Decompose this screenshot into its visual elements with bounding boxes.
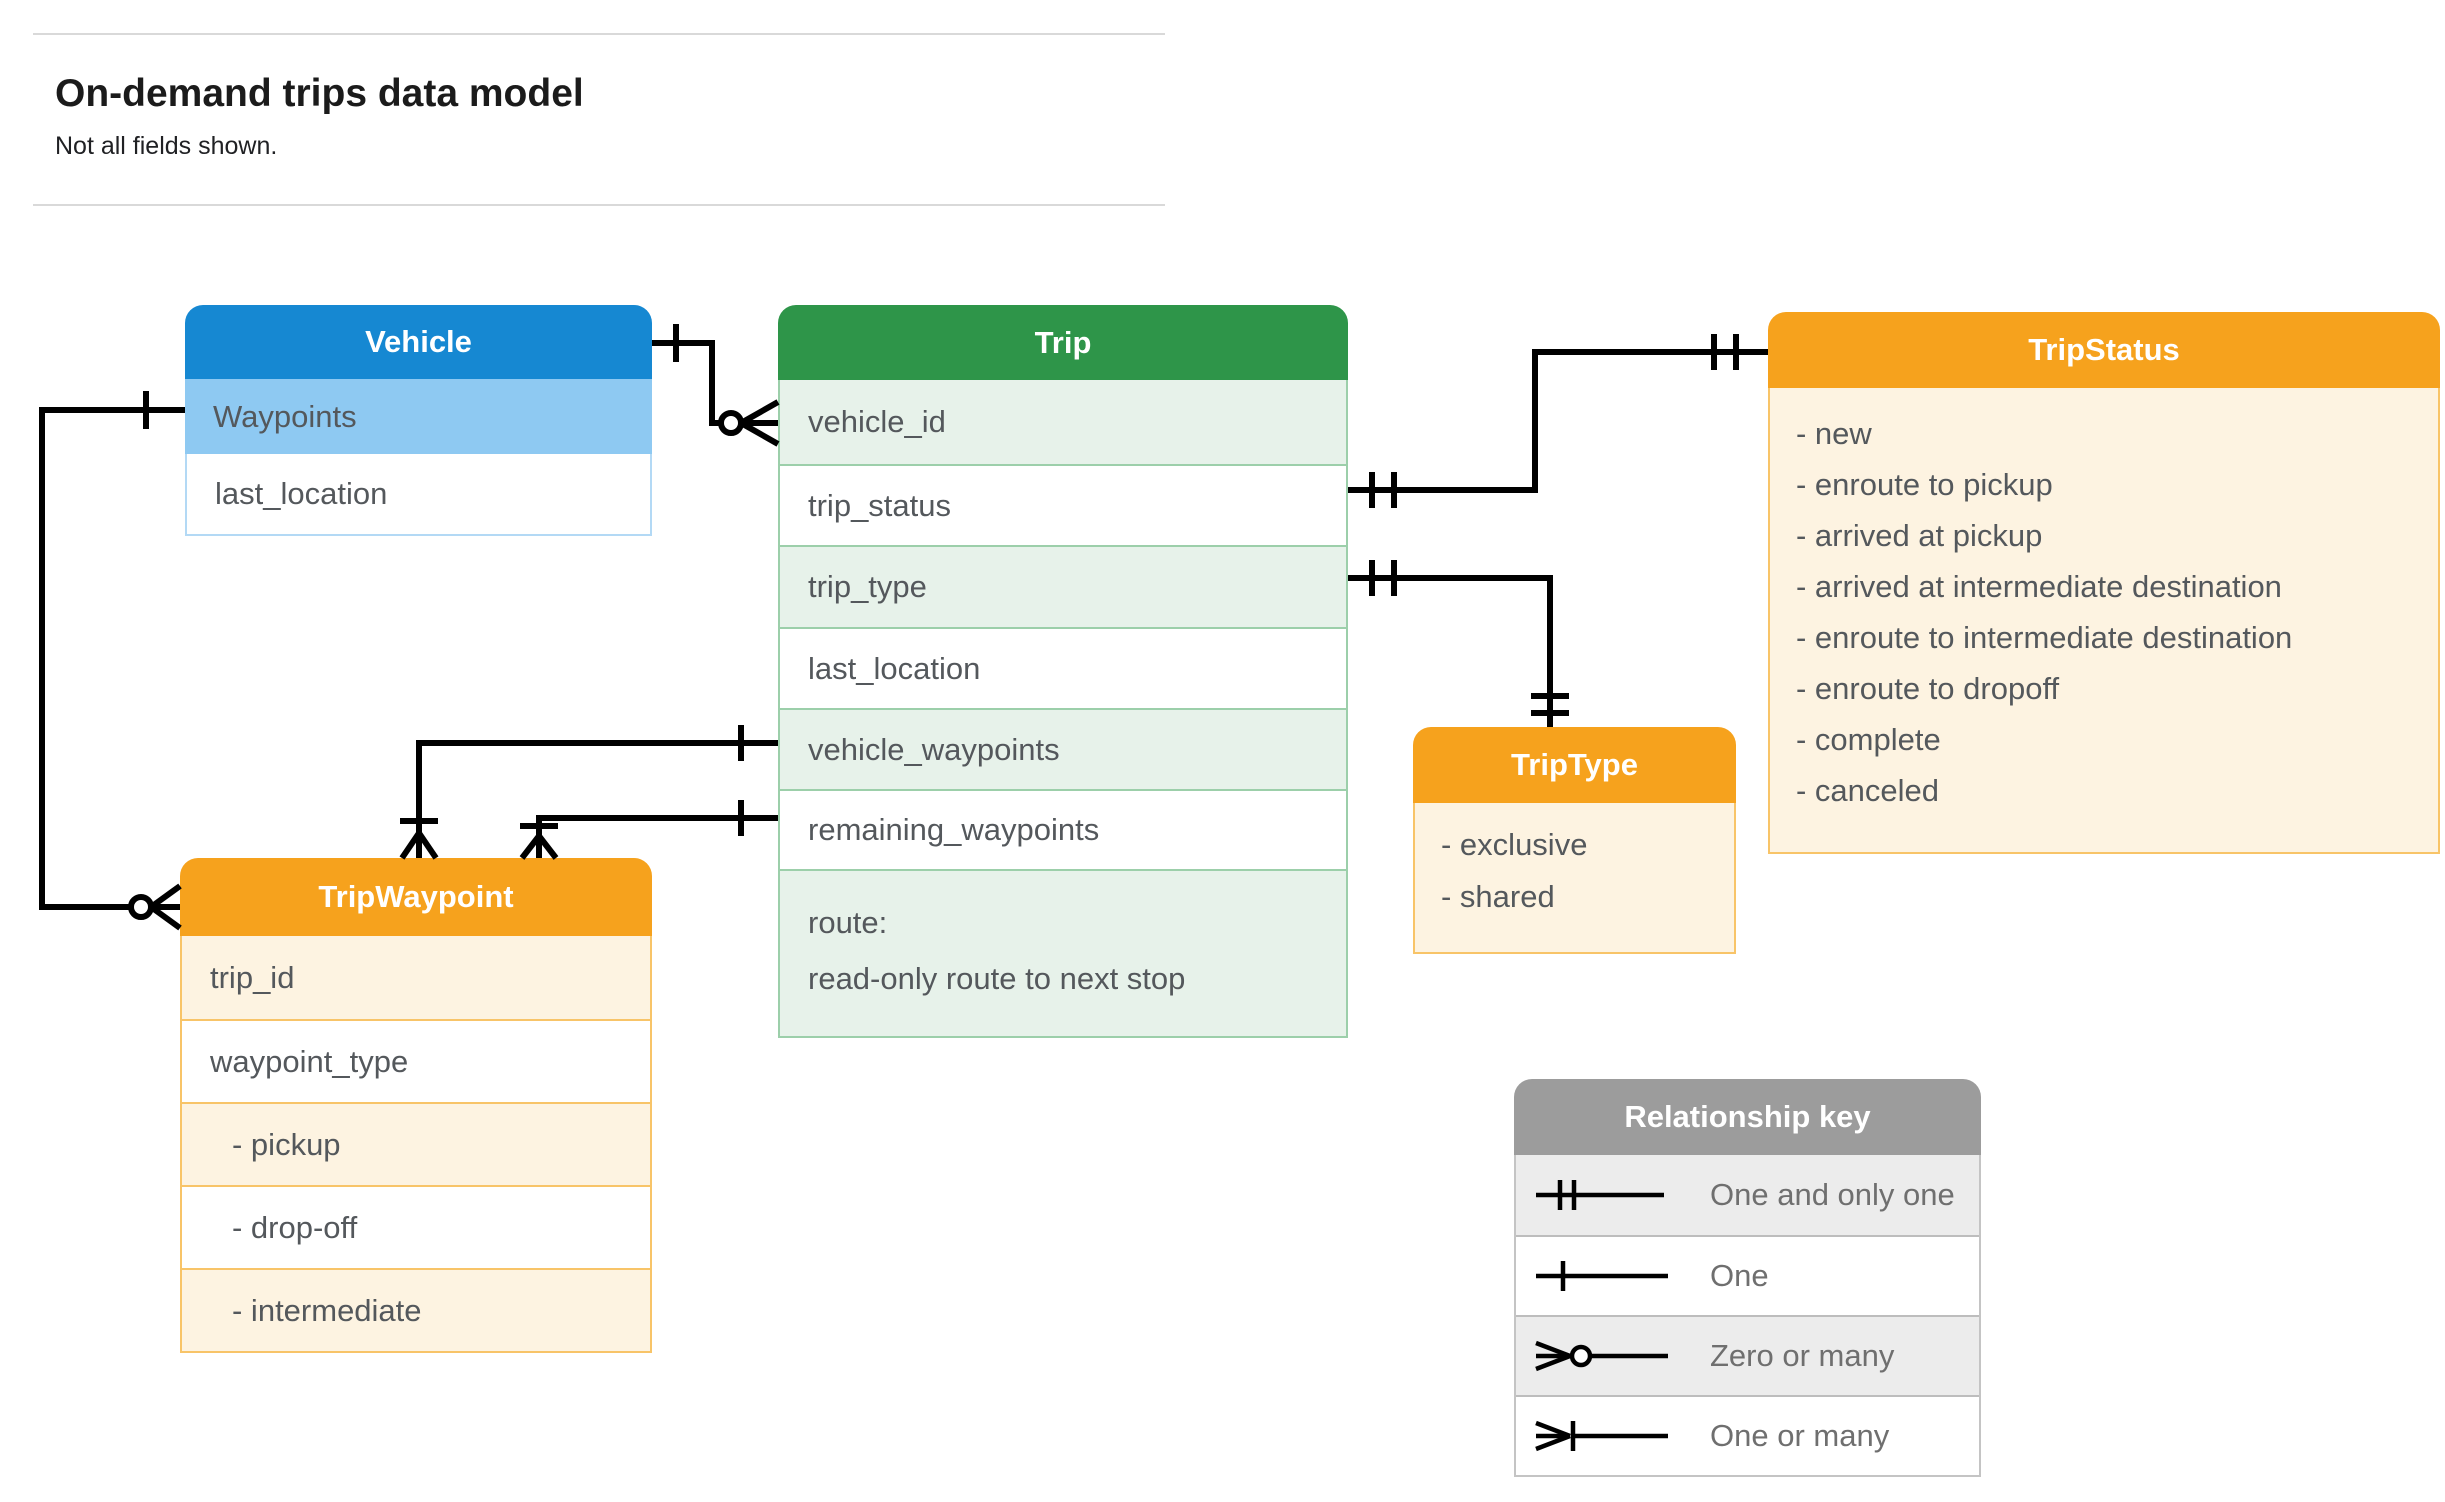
waypoint-value-pickup: - pickup bbox=[182, 1102, 650, 1185]
page-subtitle: Not all fields shown. bbox=[55, 132, 278, 160]
trip-status-value: - arrived at pickup bbox=[1796, 518, 2043, 553]
entity-trip-type-body: - exclusive - shared bbox=[1413, 803, 1736, 954]
connector-trip-status-to-tripstatus bbox=[1348, 334, 1768, 508]
trip-status-value: - enroute to intermediate destination bbox=[1796, 620, 2293, 655]
connector-remaining-waypoints-to-tripwaypoint bbox=[519, 800, 778, 860]
waypoint-value-intermediate: - intermediate bbox=[182, 1268, 650, 1351]
trip-status-value: - new bbox=[1796, 416, 1872, 451]
connector-vehicle-waypoints-field-to-tripwaypoint bbox=[399, 725, 778, 860]
trip-status-value: - canceled bbox=[1796, 773, 1940, 808]
relationship-key: Relationship key One and only one One bbox=[1514, 1079, 1981, 1477]
entity-trip-waypoint-header: TripWaypoint bbox=[180, 858, 652, 936]
entity-trip-title: Trip bbox=[1034, 324, 1092, 360]
relationship-key-body: One and only one One Zer bbox=[1514, 1155, 1981, 1477]
entity-vehicle: Vehicle Waypoints last_location bbox=[185, 305, 652, 536]
entity-trip-status-title: TripStatus bbox=[2028, 332, 2180, 367]
key-row-one: One bbox=[1516, 1235, 1979, 1315]
entity-trip-type: TripType - exclusive - shared bbox=[1413, 727, 1736, 954]
page-title: On-demand trips data model bbox=[55, 72, 584, 115]
field-trip-type: trip_type bbox=[780, 545, 1346, 627]
trip-status-value: - enroute to dropoff bbox=[1796, 671, 2060, 706]
waypoint-value-dropoff: - drop-off bbox=[182, 1185, 650, 1268]
key-row-one-and-only-one: One and only one bbox=[1516, 1155, 1979, 1235]
field-waypoint-type: waypoint_type bbox=[182, 1019, 650, 1102]
entity-trip-waypoint-body: trip_id waypoint_type - pickup - drop-of… bbox=[180, 936, 652, 1353]
one-and-only-one-icon bbox=[1532, 1173, 1682, 1217]
key-row-one-or-many: One or many bbox=[1516, 1395, 1979, 1475]
connector-vehicle-waypoints-to-tripwaypoint bbox=[39, 391, 185, 931]
entity-trip-body: vehicle_id trip_status trip_type last_lo… bbox=[778, 380, 1348, 1038]
entity-trip-type-header: TripType bbox=[1413, 727, 1736, 803]
trip-status-value: - arrived at intermediate destination bbox=[1796, 569, 2282, 604]
field-trip-status: trip_status bbox=[780, 464, 1346, 545]
entity-trip-waypoint: TripWaypoint trip_id waypoint_type - pic… bbox=[180, 858, 652, 1353]
key-row-zero-or-many: Zero or many bbox=[1516, 1315, 1979, 1395]
trip-status-value: - complete bbox=[1796, 722, 1941, 757]
trip-status-value: - enroute to pickup bbox=[1796, 467, 2053, 502]
field-trip-last-location: last_location bbox=[780, 627, 1346, 708]
entity-trip-status-header: TripStatus bbox=[1768, 312, 2440, 388]
trip-type-value: - exclusive bbox=[1441, 827, 1588, 862]
entity-trip: Trip vehicle_id trip_status trip_type la… bbox=[778, 305, 1348, 1038]
entity-trip-status: TripStatus - new - enroute to pickup - a… bbox=[1768, 312, 2440, 854]
relationship-key-title: Relationship key bbox=[1624, 1099, 1871, 1134]
field-waypoint-trip-id: trip_id bbox=[182, 936, 650, 1019]
entity-vehicle-header: Vehicle bbox=[185, 305, 652, 379]
entity-vehicle-title: Vehicle bbox=[365, 324, 472, 359]
trip-type-value: - shared bbox=[1441, 879, 1555, 914]
field-trip-vehicle-waypoints: vehicle_waypoints bbox=[780, 708, 1346, 789]
field-trip-vehicle-id: vehicle_id bbox=[780, 380, 1346, 464]
field-vehicle-waypoints: Waypoints bbox=[185, 379, 652, 454]
entity-trip-type-title: TripType bbox=[1511, 747, 1638, 782]
field-vehicle-last-location: last_location bbox=[185, 454, 652, 536]
field-trip-route: route: read-only route to next stop bbox=[780, 869, 1346, 1036]
title-divider bbox=[33, 204, 1165, 206]
top-divider bbox=[33, 33, 1165, 35]
zero-or-many-icon bbox=[1532, 1334, 1682, 1378]
field-trip-remaining-waypoints: remaining_waypoints bbox=[780, 789, 1346, 869]
entity-trip-waypoint-title: TripWaypoint bbox=[318, 879, 514, 914]
entity-trip-status-body: - new - enroute to pickup - arrived at p… bbox=[1768, 388, 2440, 854]
connector-trip-type-to-triptype bbox=[1348, 560, 1569, 727]
one-or-many-icon bbox=[1532, 1414, 1682, 1458]
entity-trip-header: Trip bbox=[778, 305, 1348, 380]
one-icon bbox=[1532, 1254, 1682, 1298]
relationship-key-header: Relationship key bbox=[1514, 1079, 1981, 1155]
connector-vehicle-to-trip bbox=[652, 324, 780, 447]
